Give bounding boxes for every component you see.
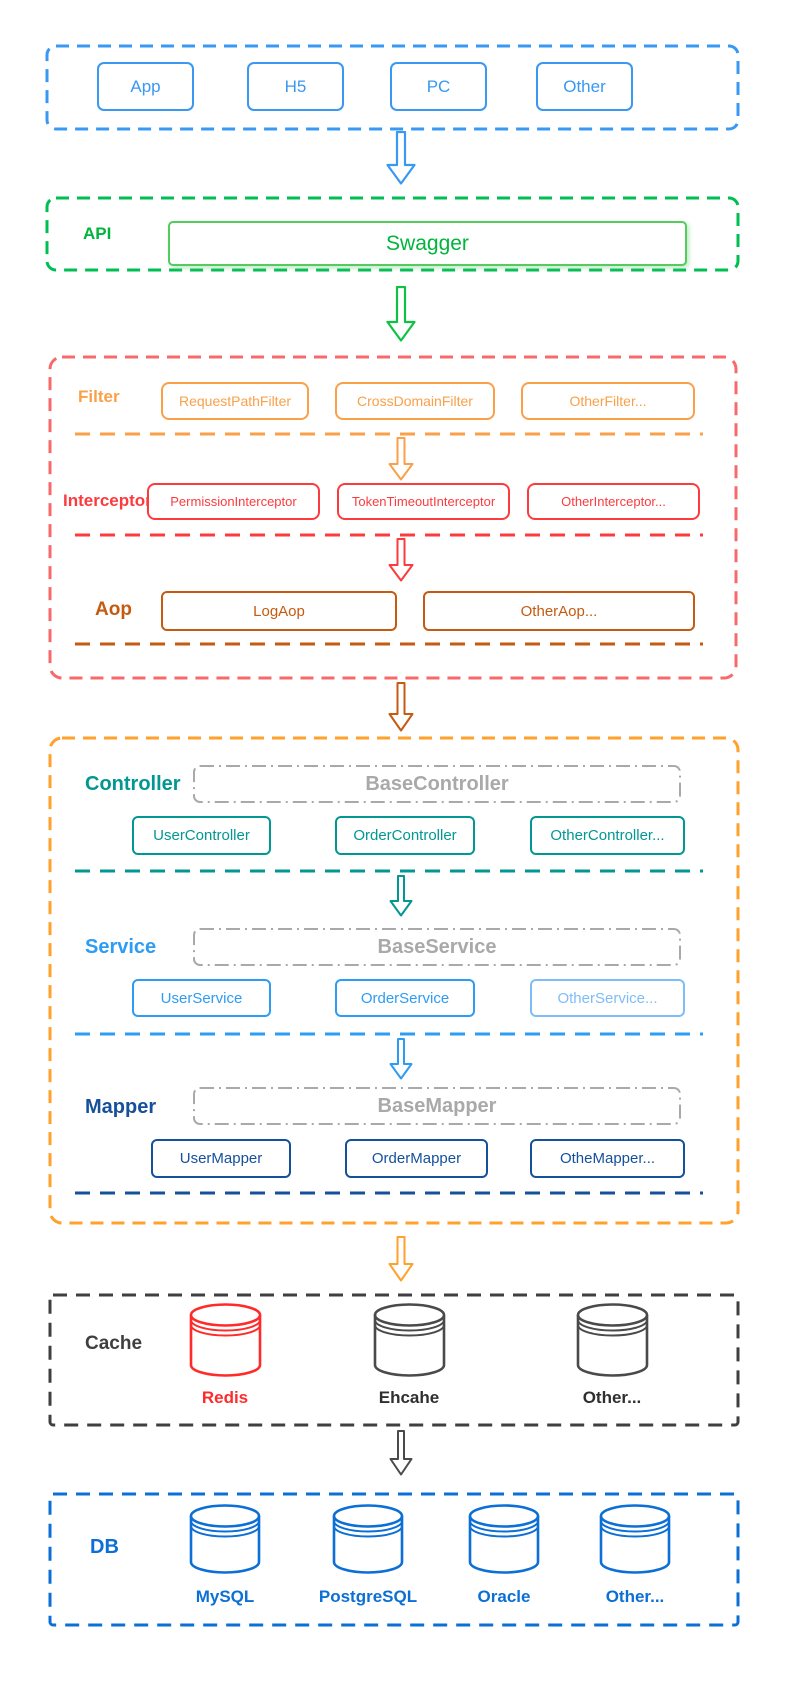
client-box-other: Other — [536, 62, 633, 111]
ehcache-cylinder-icon — [373, 1303, 446, 1377]
db-layer: DB MySQL PostgreSQL Oracle Other... — [48, 1492, 740, 1627]
application-layer: Controller BaseController UserController… — [48, 736, 740, 1225]
arrow-application-to-cache-icon — [388, 1236, 414, 1282]
baseservice-label: BaseService — [377, 935, 497, 958]
basemapper-box: BaseMapper — [193, 1087, 681, 1125]
redis-cylinder-icon — [189, 1303, 262, 1377]
db-item-mysql-label: MySQL — [195, 1587, 255, 1606]
controller-row-label: Controller — [85, 773, 181, 795]
mapper-row-label: Mapper — [85, 1096, 157, 1118]
middleware-layer: Filter RequestPathFilter CrossDomainFilt… — [48, 355, 738, 680]
arrow-middleware-to-application-icon — [388, 682, 414, 732]
basemapper-label: BaseMapper — [377, 1094, 497, 1117]
basecontroller-box: BaseController — [193, 765, 681, 803]
controller-divider — [75, 869, 703, 873]
api-layer-label: API — [83, 224, 112, 243]
cache-layer: Cache Redis Ehcahe Other... — [48, 1293, 740, 1427]
other-db-cylinder-icon — [599, 1504, 671, 1574]
db-item-postgresql-label: PostgreSQL — [318, 1587, 418, 1606]
filter-box-requestpathfilter: RequestPathFilter — [161, 382, 309, 420]
interceptor-box-other: OtherInterceptor... — [527, 483, 700, 520]
other-cache-cylinder-icon — [576, 1303, 649, 1377]
cache-item-ehcahe-label: Ehcahe — [378, 1388, 440, 1407]
aop-box-logaop: LogAop — [161, 591, 397, 631]
db-row-label: DB — [90, 1536, 119, 1558]
filter-box-otherfilter: OtherFilter... — [521, 382, 695, 420]
service-box-user: UserService — [132, 979, 271, 1017]
postgresql-cylinder-icon — [332, 1504, 404, 1574]
baseservice-box: BaseService — [193, 928, 681, 966]
arrow-controller-to-service-icon — [389, 875, 413, 917]
filter-row-label: Filter — [78, 387, 120, 406]
aop-divider — [75, 642, 703, 646]
filter-divider — [75, 432, 703, 436]
arrow-api-to-middleware-icon — [386, 286, 416, 342]
mapper-divider — [75, 1191, 703, 1195]
filter-box-crossdomainfilter: CrossDomainFilter — [335, 382, 495, 420]
controller-box-order: OrderController — [335, 816, 475, 855]
swagger-box: Swagger — [168, 221, 687, 266]
mapper-box-order: OrderMapper — [345, 1139, 488, 1178]
cache-item-other-label: Other... — [582, 1388, 642, 1407]
interceptor-box-tokentimeout: TokenTimeoutInterceptor — [337, 483, 510, 520]
arrow-service-to-mapper-icon — [389, 1038, 413, 1080]
cache-row-label: Cache — [85, 1333, 143, 1354]
interceptor-divider — [75, 533, 703, 537]
arrow-cache-to-db-icon — [389, 1430, 413, 1476]
cache-item-redis-label: Redis — [201, 1388, 249, 1407]
mapper-box-user: UserMapper — [151, 1139, 291, 1178]
client-box-h5: H5 — [247, 62, 344, 111]
client-box-pc: PC — [390, 62, 487, 111]
arrow-filter-to-interceptor-icon — [388, 437, 414, 481]
mysql-cylinder-icon — [189, 1504, 261, 1574]
api-layer: API Swagger — [45, 196, 740, 272]
mapper-box-other: OtheMapper... — [530, 1139, 685, 1178]
service-divider — [75, 1032, 703, 1036]
interceptor-box-permission: PermissionInterceptor — [147, 483, 320, 520]
aop-box-otheraop: OtherAop... — [423, 591, 695, 631]
db-item-other-label: Other... — [605, 1587, 665, 1606]
basecontroller-label: BaseController — [365, 772, 509, 795]
client-box-app: App — [97, 62, 194, 111]
service-row-label: Service — [85, 936, 157, 958]
oracle-cylinder-icon — [468, 1504, 540, 1574]
db-item-oracle-label: Oracle — [477, 1587, 531, 1606]
client-layer: App H5 PC Other — [45, 44, 740, 131]
service-box-order: OrderService — [335, 979, 475, 1017]
arrow-client-to-api-icon — [386, 131, 416, 185]
controller-box-user: UserController — [132, 816, 271, 855]
interceptor-row-label: Interceptor — [63, 491, 152, 510]
service-box-other: OtherService... — [530, 979, 685, 1017]
arrow-interceptor-to-aop-icon — [388, 538, 414, 582]
controller-box-other: OtherController... — [530, 816, 685, 855]
aop-row-label: Aop — [95, 599, 132, 620]
